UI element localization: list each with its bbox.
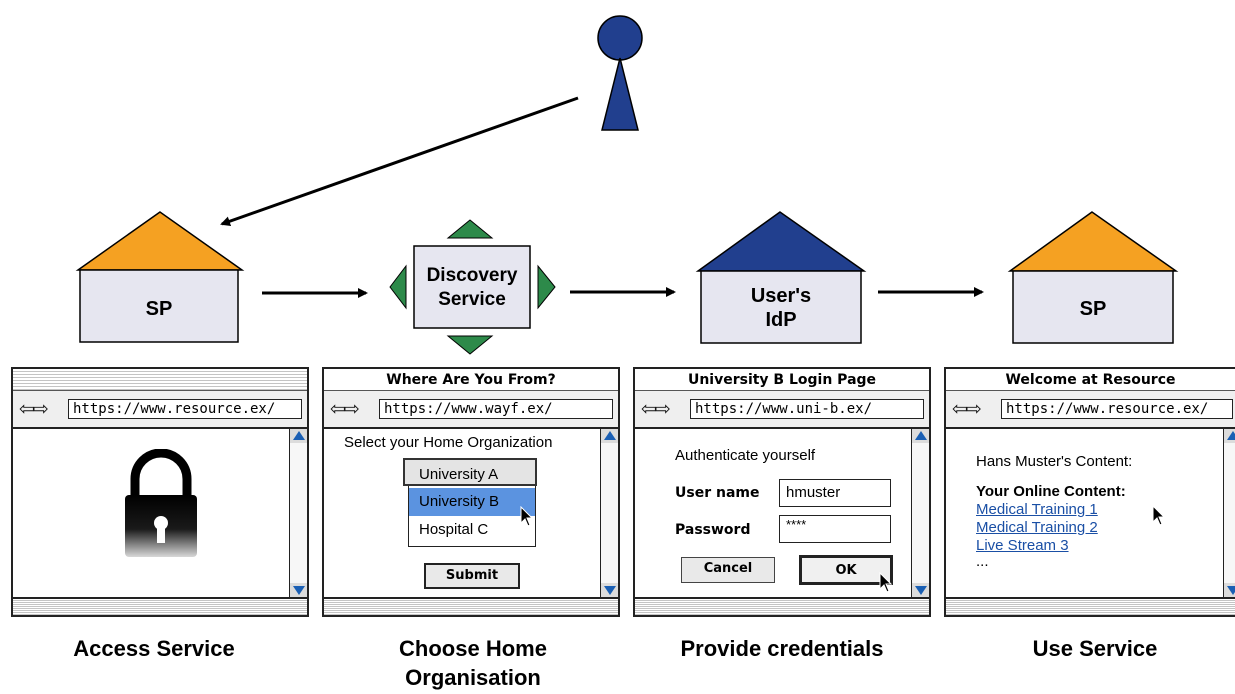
greeting-text: Hans Muster's Content: bbox=[976, 453, 1133, 470]
arrow-left-icon bbox=[389, 264, 407, 310]
content-heading: Your Online Content: bbox=[976, 483, 1126, 500]
scroll-up-icon[interactable] bbox=[290, 429, 307, 443]
caption-use-service: Use Service bbox=[1032, 636, 1158, 661]
more-ellipsis: ... bbox=[976, 553, 989, 570]
cancel-button[interactable]: Cancel bbox=[681, 557, 775, 583]
vertical-scrollbar[interactable] bbox=[600, 429, 618, 597]
discovery-label-line-1: Discovery bbox=[426, 265, 518, 286]
sp-end-label: SP bbox=[1079, 298, 1107, 320]
browser-toolbar: ⇦⇨ https://www.resource.ex/ bbox=[13, 391, 307, 429]
mouse-cursor-icon bbox=[879, 572, 893, 593]
mouse-cursor-icon bbox=[520, 506, 534, 527]
browser-toolbar: ⇦⇨ https://www.uni-b.ex/ bbox=[635, 391, 929, 429]
scroll-down-icon[interactable] bbox=[912, 583, 929, 597]
username-label: User name bbox=[675, 485, 760, 501]
back-forward-icon[interactable]: ⇦⇨ bbox=[641, 399, 671, 420]
caption-provide-credentials: Provide credentials bbox=[680, 636, 884, 661]
discovery-service-label: Discovery Service bbox=[414, 264, 530, 312]
idp-label-line-2: IdP bbox=[765, 309, 797, 331]
username-field[interactable]: hmuster bbox=[779, 479, 891, 507]
submit-button[interactable]: Submit bbox=[424, 563, 520, 589]
page-content: Select your Home Organization University… bbox=[324, 429, 600, 597]
browser-toolbar: ⇦⇨ https://www.resource.ex/ bbox=[946, 391, 1235, 429]
password-label: Password bbox=[675, 522, 751, 538]
caption-access-service: Access Service bbox=[73, 636, 235, 661]
option-university-b[interactable]: University B bbox=[409, 488, 535, 516]
window-title: Welcome at Resource bbox=[946, 369, 1235, 391]
mouse-cursor-icon bbox=[1152, 505, 1166, 526]
window-titlebar bbox=[13, 369, 307, 391]
caption-line-1: Choose Home bbox=[399, 636, 547, 661]
idp-label-line-1: User's bbox=[750, 285, 812, 307]
caption-choose-home-organisation: Choose Home Organisation bbox=[333, 634, 613, 692]
password-field[interactable]: **** bbox=[779, 515, 891, 543]
arrow-up-icon bbox=[446, 219, 494, 239]
browser-window-access: ⇦⇨ https://www.resource.ex/ bbox=[11, 367, 309, 617]
vertical-scrollbar[interactable] bbox=[911, 429, 929, 597]
sp-start-label: SP bbox=[145, 298, 173, 320]
scroll-down-icon[interactable] bbox=[290, 583, 307, 597]
back-forward-icon[interactable]: ⇦⇨ bbox=[952, 399, 982, 420]
link-live-stream-3[interactable]: Live Stream 3 bbox=[976, 537, 1069, 554]
idp-label: User's IdP bbox=[701, 284, 861, 332]
status-bar bbox=[635, 597, 929, 615]
status-bar bbox=[324, 597, 618, 615]
vertical-scrollbar[interactable] bbox=[1223, 429, 1235, 597]
arrow-right-icon bbox=[537, 264, 556, 310]
page-content: Authenticate yourself User name hmuster … bbox=[635, 429, 911, 597]
arrow-down-icon bbox=[446, 335, 494, 355]
prompt-text: Select your Home Organization bbox=[344, 434, 553, 451]
browser-toolbar: ⇦⇨ https://www.wayf.ex/ bbox=[324, 391, 618, 429]
status-bar bbox=[946, 597, 1235, 615]
scroll-down-icon[interactable] bbox=[1224, 583, 1235, 597]
sp-house-end bbox=[1007, 211, 1179, 344]
link-medical-training-1[interactable]: Medical Training 1 bbox=[976, 501, 1098, 518]
vertical-scrollbar[interactable] bbox=[289, 429, 307, 597]
option-university-a[interactable]: University A bbox=[419, 466, 499, 483]
user-icon bbox=[597, 15, 643, 131]
back-forward-icon[interactable]: ⇦⇨ bbox=[330, 399, 360, 420]
scroll-down-icon[interactable] bbox=[601, 583, 618, 597]
lock-icon bbox=[125, 449, 197, 557]
option-university-b-label: University B bbox=[419, 493, 500, 510]
browser-window-resource: Welcome at Resource ⇦⇨ https://www.resou… bbox=[944, 367, 1235, 617]
status-bar bbox=[13, 597, 307, 615]
scroll-up-icon[interactable] bbox=[1224, 429, 1235, 443]
discovery-service-node bbox=[389, 219, 556, 355]
caption-line-2: Organisation bbox=[405, 665, 541, 690]
address-bar[interactable]: https://www.resource.ex/ bbox=[68, 399, 302, 419]
arrow-user-to-sp bbox=[220, 96, 579, 227]
scroll-up-icon[interactable] bbox=[912, 429, 929, 443]
page-content bbox=[13, 429, 289, 597]
organization-listbox[interactable]: University A University B Hospital C bbox=[403, 458, 537, 547]
back-forward-icon[interactable]: ⇦⇨ bbox=[19, 399, 49, 420]
address-bar[interactable]: https://www.wayf.ex/ bbox=[379, 399, 613, 419]
ok-button[interactable]: OK bbox=[799, 555, 893, 585]
idp-house bbox=[695, 211, 867, 344]
option-hospital-c[interactable]: Hospital C bbox=[419, 521, 489, 538]
sp-house-start bbox=[75, 211, 245, 343]
discovery-label-line-2: Service bbox=[438, 289, 506, 310]
window-title: University B Login Page bbox=[635, 369, 929, 391]
login-heading: Authenticate yourself bbox=[675, 447, 816, 464]
browser-window-login: University B Login Page ⇦⇨ https://www.u… bbox=[633, 367, 931, 617]
scroll-up-icon[interactable] bbox=[601, 429, 618, 443]
window-title: Where Are You From? bbox=[324, 369, 618, 391]
address-bar[interactable]: https://www.resource.ex/ bbox=[1001, 399, 1233, 419]
browser-window-wayf: Where Are You From? ⇦⇨ https://www.wayf.… bbox=[322, 367, 620, 617]
page-content: Hans Muster's Content: Your Online Conte… bbox=[946, 429, 1223, 597]
address-bar[interactable]: https://www.uni-b.ex/ bbox=[690, 399, 924, 419]
link-medical-training-2[interactable]: Medical Training 2 bbox=[976, 519, 1098, 536]
